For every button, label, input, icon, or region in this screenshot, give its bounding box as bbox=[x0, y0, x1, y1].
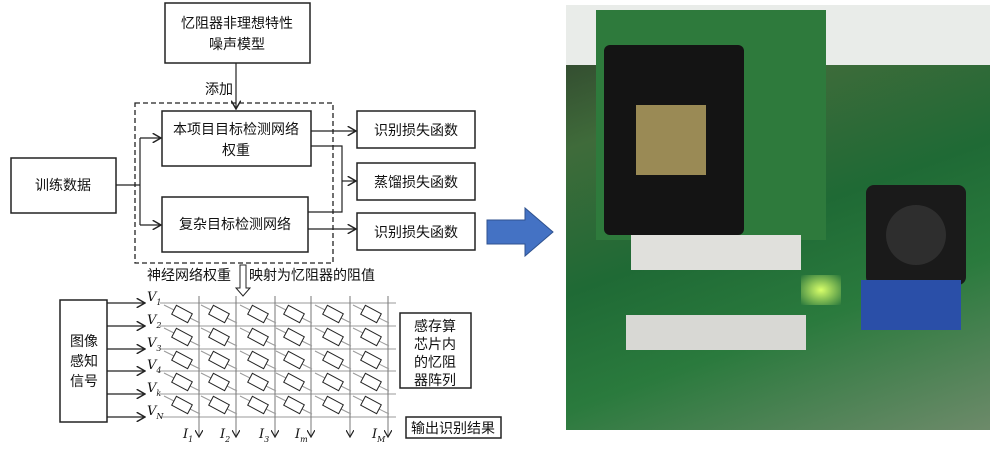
recog-loss-box-2: 识别损失函数 bbox=[356, 212, 476, 251]
dashed-group bbox=[134, 102, 334, 264]
svg-text:器阵列: 器阵列 bbox=[414, 373, 456, 389]
current-label: I3 bbox=[258, 427, 269, 444]
connector-1 bbox=[631, 235, 801, 270]
svg-text:识别损失函数: 识别损失函数 bbox=[374, 225, 458, 241]
memristor bbox=[171, 350, 193, 370]
memristor bbox=[208, 350, 230, 370]
recog-loss-box-1: 识别损失函数 bbox=[356, 110, 476, 149]
memristor bbox=[208, 395, 230, 415]
current-label: I1 bbox=[182, 427, 193, 444]
memristor bbox=[171, 304, 193, 324]
memristor bbox=[208, 372, 230, 392]
hardware-board-photo bbox=[566, 5, 990, 430]
output-label-box: 输出识别结果 bbox=[405, 416, 502, 439]
memristor bbox=[322, 395, 344, 415]
memristor bbox=[247, 350, 269, 370]
svg-text:感知: 感知 bbox=[70, 353, 98, 370]
map-left-label: 神经网络权重 bbox=[147, 268, 231, 284]
memristor bbox=[171, 372, 193, 392]
memristor bbox=[360, 395, 382, 415]
memristor bbox=[247, 395, 269, 415]
distill-loss-box: 蒸馏损失函数 bbox=[356, 162, 476, 201]
array-label-box: 感存算 芯片内 的忆阻 器阵列 bbox=[399, 312, 472, 389]
memristor bbox=[360, 304, 382, 324]
memristor bbox=[322, 372, 344, 392]
svg-text:训练数据: 训练数据 bbox=[35, 178, 91, 194]
current-label: Im bbox=[294, 427, 308, 444]
memristor bbox=[171, 395, 193, 415]
voltage-label: V1 bbox=[147, 290, 161, 307]
memristor bbox=[322, 327, 344, 347]
svg-text:噪声模型: 噪声模型 bbox=[209, 37, 265, 53]
add-label: 添加 bbox=[205, 82, 233, 98]
split-line bbox=[116, 138, 141, 225]
map-right-label: 映射为忆阻器的阻值 bbox=[249, 268, 375, 284]
complex-net-box: 复杂目标检测网络 bbox=[161, 196, 309, 253]
voltage-label: V4 bbox=[147, 358, 161, 375]
memristor bbox=[283, 395, 305, 415]
svg-text:芯片内: 芯片内 bbox=[414, 337, 456, 353]
svg-text:图像: 图像 bbox=[70, 334, 98, 350]
svg-text:识别损失函数: 识别损失函数 bbox=[374, 123, 458, 139]
led-glow bbox=[801, 275, 841, 305]
current-label: IM bbox=[371, 427, 386, 444]
project-net-box: 本项目目标检测网络 权重 bbox=[161, 110, 312, 167]
memristor bbox=[283, 327, 305, 347]
noise-model-box: 忆阻器非理想特性 噪声模型 bbox=[164, 2, 311, 64]
training-data-box: 训练数据 bbox=[10, 157, 117, 214]
voltage-label: V3 bbox=[147, 336, 161, 353]
svg-text:感存算: 感存算 bbox=[414, 318, 456, 335]
connector-2 bbox=[626, 315, 806, 350]
memristor bbox=[171, 327, 193, 347]
chip-socket bbox=[604, 45, 744, 235]
memristor bbox=[283, 372, 305, 392]
memristor bbox=[208, 304, 230, 324]
memristor bbox=[208, 327, 230, 347]
memristor bbox=[360, 350, 382, 370]
memristor bbox=[360, 327, 382, 347]
svg-text:蒸馏损失函数: 蒸馏损失函数 bbox=[374, 175, 458, 191]
memristor bbox=[247, 372, 269, 392]
memristor bbox=[322, 350, 344, 370]
voltage-label: Vk bbox=[147, 381, 161, 398]
map-down-arrow-icon bbox=[234, 264, 252, 297]
svg-text:权重: 权重 bbox=[222, 143, 250, 159]
voltage-label: VN bbox=[147, 404, 164, 421]
memristor bbox=[283, 304, 305, 324]
memristor bbox=[247, 304, 269, 324]
cooling-fan bbox=[866, 185, 966, 285]
svg-text:忆阻器非理想特性: 忆阻器非理想特性 bbox=[181, 16, 293, 32]
voltage-label: V2 bbox=[147, 313, 161, 330]
memristor bbox=[322, 304, 344, 324]
distill-bracket bbox=[308, 145, 343, 213]
svg-text:复杂目标检测网络: 复杂目标检测网络 bbox=[179, 216, 291, 233]
svg-text:信号: 信号 bbox=[70, 374, 98, 390]
svg-text:输出识别结果: 输出识别结果 bbox=[411, 421, 495, 437]
right-arrow-icon bbox=[486, 206, 554, 258]
current-label: I2 bbox=[219, 427, 230, 444]
svg-text:本项目目标检测网络: 本项目目标检测网络 bbox=[173, 122, 299, 138]
memristor bbox=[360, 372, 382, 392]
memristor bbox=[283, 350, 305, 370]
svg-text:的忆阻: 的忆阻 bbox=[414, 355, 456, 371]
memristor bbox=[247, 327, 269, 347]
image-signal-box: 图像 感知 信号 bbox=[59, 299, 108, 423]
heatsink bbox=[861, 280, 961, 330]
